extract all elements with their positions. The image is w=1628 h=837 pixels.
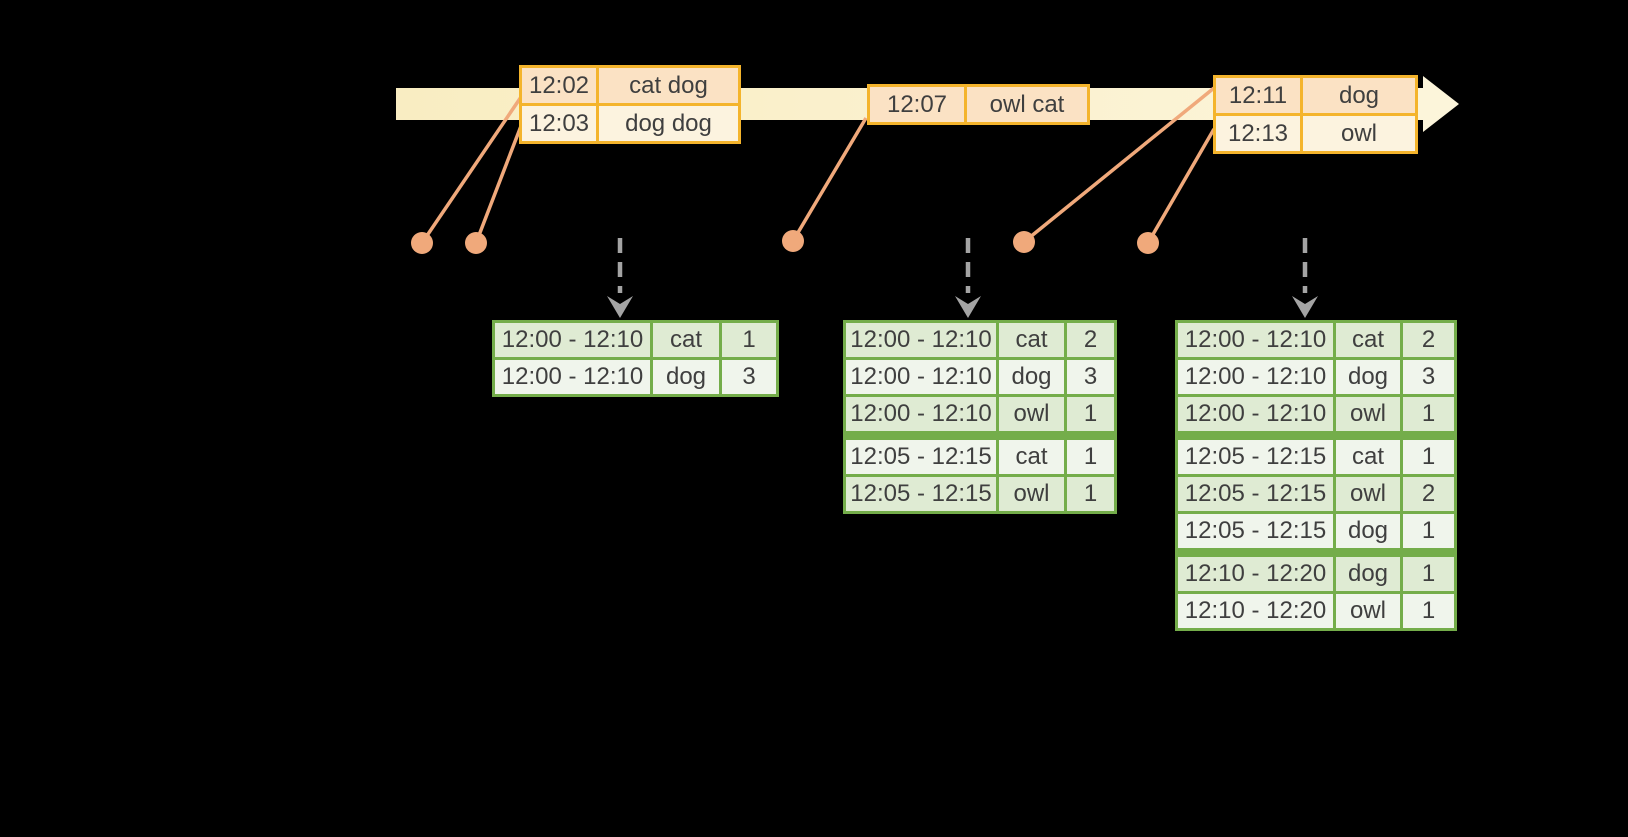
event-row: 12:13 owl: [1213, 113, 1418, 154]
count-cell: 1: [1400, 591, 1457, 631]
result-table-1: 12:00 - 12:10 cat 1 12:00 - 12:10 dog 3: [492, 320, 779, 397]
word-cell: dog: [1333, 548, 1403, 594]
event-dots: [411, 230, 1159, 254]
result-table-2: 12:00 - 12:10 cat 2 12:00 - 12:10 dog 3 …: [843, 320, 1117, 514]
word-cell: owl: [1333, 394, 1403, 437]
word-cell: cat: [1333, 320, 1403, 360]
event-words-cell: cat dog: [596, 65, 741, 106]
trigger-arrowhead-icon: [607, 296, 633, 318]
window-cell: 12:00 - 12:10: [492, 320, 653, 360]
event-table-3: 12:11 dog 12:13 owl: [1213, 75, 1418, 154]
timeline-arrowhead-icon: [1423, 76, 1459, 132]
event-dot-icon: [1013, 231, 1035, 253]
result-row: 12:00 - 12:10 cat 2: [843, 320, 1117, 360]
result-row: 12:05 - 12:15 owl 2: [1175, 474, 1457, 514]
event-row: 12:02 cat dog: [519, 65, 741, 106]
word-cell: dog: [996, 357, 1067, 397]
word-cell: cat: [650, 320, 722, 360]
event-connector-line: [474, 125, 523, 244]
window-cell: 12:05 - 12:15: [843, 474, 999, 514]
event-connector-line: [1146, 128, 1216, 244]
event-connector-lines: [420, 86, 1216, 244]
event-time-cell: 12:13: [1213, 113, 1303, 154]
result-row: 12:00 - 12:10 dog 3: [843, 357, 1117, 397]
count-cell: 2: [1400, 474, 1457, 514]
result-table-3: 12:00 - 12:10 cat 2 12:00 - 12:10 dog 3 …: [1175, 320, 1457, 631]
event-dot-icon: [782, 230, 804, 252]
window-cell: 12:00 - 12:10: [1175, 320, 1336, 360]
count-cell: 2: [1400, 320, 1457, 360]
word-cell: owl: [1333, 474, 1403, 514]
window-cell: 12:05 - 12:15: [1175, 511, 1336, 554]
result-row: 12:05 - 12:15 cat 1: [1175, 431, 1457, 477]
result-row: 12:10 - 12:20 dog 1: [1175, 548, 1457, 594]
result-row: 12:05 - 12:15 cat 1: [843, 431, 1117, 477]
window-cell: 12:00 - 12:10: [843, 320, 999, 360]
word-cell: owl: [996, 394, 1067, 437]
word-cell: owl: [996, 474, 1067, 514]
word-cell: dog: [1333, 511, 1403, 554]
window-cell: 12:00 - 12:10: [843, 394, 999, 437]
result-row: 12:00 - 12:10 cat 1: [492, 320, 779, 360]
word-cell: cat: [996, 431, 1067, 477]
event-words-cell: owl: [1300, 113, 1418, 154]
result-row: 12:05 - 12:15 dog 1: [1175, 511, 1457, 554]
event-dot-icon: [1137, 232, 1159, 254]
count-cell: 1: [1400, 394, 1457, 437]
event-time-cell: 12:03: [519, 103, 599, 144]
window-cell: 12:00 - 12:10: [1175, 394, 1336, 437]
word-cell: cat: [1333, 431, 1403, 477]
count-cell: 3: [1064, 357, 1117, 397]
result-row: 12:05 - 12:15 owl 1: [843, 474, 1117, 514]
count-cell: 1: [719, 320, 779, 360]
result-row: 12:00 - 12:10 owl 1: [1175, 394, 1457, 437]
event-table-1: 12:02 cat dog 12:03 dog dog: [519, 65, 741, 144]
result-row: 12:00 - 12:10 dog 3: [492, 357, 779, 397]
count-cell: 1: [1064, 394, 1117, 437]
event-time-cell: 12:07: [867, 84, 967, 125]
window-cell: 12:05 - 12:15: [843, 431, 999, 477]
event-time-cell: 12:02: [519, 65, 599, 106]
result-row: 12:10 - 12:20 owl 1: [1175, 591, 1457, 631]
event-table-2: 12:07 owl cat: [867, 84, 1090, 125]
window-cell: 12:00 - 12:10: [843, 357, 999, 397]
event-words-cell: owl cat: [964, 84, 1090, 125]
event-connector-line: [420, 96, 523, 244]
window-cell: 12:00 - 12:10: [1175, 357, 1336, 397]
window-cell: 12:10 - 12:20: [1175, 548, 1336, 594]
event-connector-line: [1022, 86, 1216, 244]
result-row: 12:00 - 12:10 cat 2: [1175, 320, 1457, 360]
window-cell: 12:05 - 12:15: [1175, 474, 1336, 514]
event-row: 12:11 dog: [1213, 75, 1418, 116]
count-cell: 1: [1400, 548, 1457, 594]
event-row: 12:07 owl cat: [867, 84, 1090, 125]
event-time-cell: 12:11: [1213, 75, 1303, 116]
event-words-cell: dog: [1300, 75, 1418, 116]
word-cell: dog: [650, 357, 722, 397]
count-cell: 3: [719, 357, 779, 397]
count-cell: 1: [1400, 431, 1457, 477]
count-cell: 2: [1064, 320, 1117, 360]
trigger-arrowhead-icon: [955, 296, 981, 318]
result-row: 12:00 - 12:10 dog 3: [1175, 357, 1457, 397]
event-row: 12:03 dog dog: [519, 103, 741, 144]
event-dot-icon: [465, 232, 487, 254]
word-cell: dog: [1333, 357, 1403, 397]
count-cell: 1: [1400, 511, 1457, 554]
count-cell: 3: [1400, 357, 1457, 397]
count-cell: 1: [1064, 474, 1117, 514]
event-connector-line: [791, 117, 868, 242]
window-cell: 12:10 - 12:20: [1175, 591, 1336, 631]
window-cell: 12:00 - 12:10: [492, 357, 653, 397]
window-cell: 12:05 - 12:15: [1175, 431, 1336, 477]
trigger-arrowhead-icon: [1292, 296, 1318, 318]
event-dot-icon: [411, 232, 433, 254]
result-row: 12:00 - 12:10 owl 1: [843, 394, 1117, 437]
count-cell: 1: [1064, 431, 1117, 477]
word-cell: owl: [1333, 591, 1403, 631]
word-cell: cat: [996, 320, 1067, 360]
event-words-cell: dog dog: [596, 103, 741, 144]
